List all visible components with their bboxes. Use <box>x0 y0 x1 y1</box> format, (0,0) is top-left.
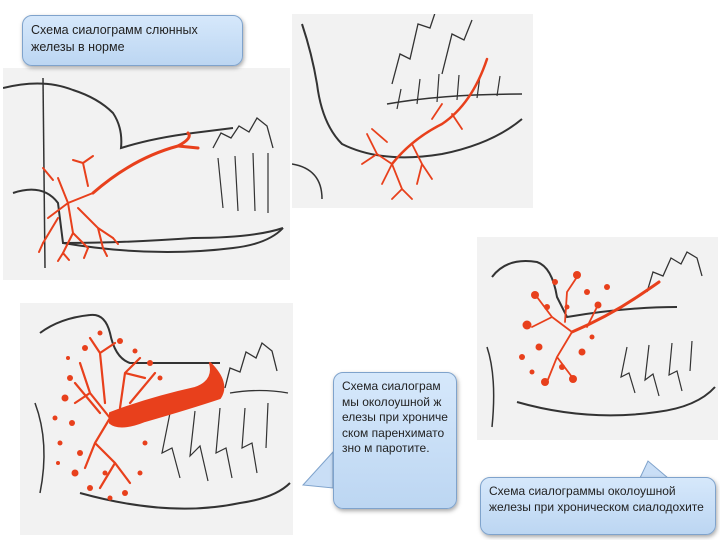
sialogram-sialodochitis <box>477 237 718 440</box>
jaw-drawing-parenchymatous <box>34 313 291 510</box>
callout-tail-parenchymatous <box>301 450 334 489</box>
jaw-drawing-normal-lateral <box>3 77 284 269</box>
label-parenchymatous: Схема сиалограммы околоушной железы при … <box>333 372 457 509</box>
label-parenchymatous-text: Схема сиалограммы околоушной железы при … <box>342 379 448 455</box>
callout-tail-sialodochitis <box>639 460 670 479</box>
label-normal: Схема сиалограмм слюнных железы в норме <box>22 15 243 66</box>
label-normal-text: Схема сиалограмм слюнных железы в норме <box>31 23 198 54</box>
sialogram-parenchymatous-parotitis <box>20 303 293 535</box>
sialogram-normal-oblique <box>292 14 533 208</box>
label-sialodochitis-text: Схема сиалограммы околоушной железы при … <box>489 484 704 514</box>
jaw-drawing-sialodochitis <box>486 251 716 428</box>
sialogram-normal-lateral <box>3 68 290 280</box>
jaw-drawing-normal-oblique <box>292 14 523 200</box>
label-sialodochitis: Схема сиалограммы околоушной железы при … <box>480 477 716 535</box>
